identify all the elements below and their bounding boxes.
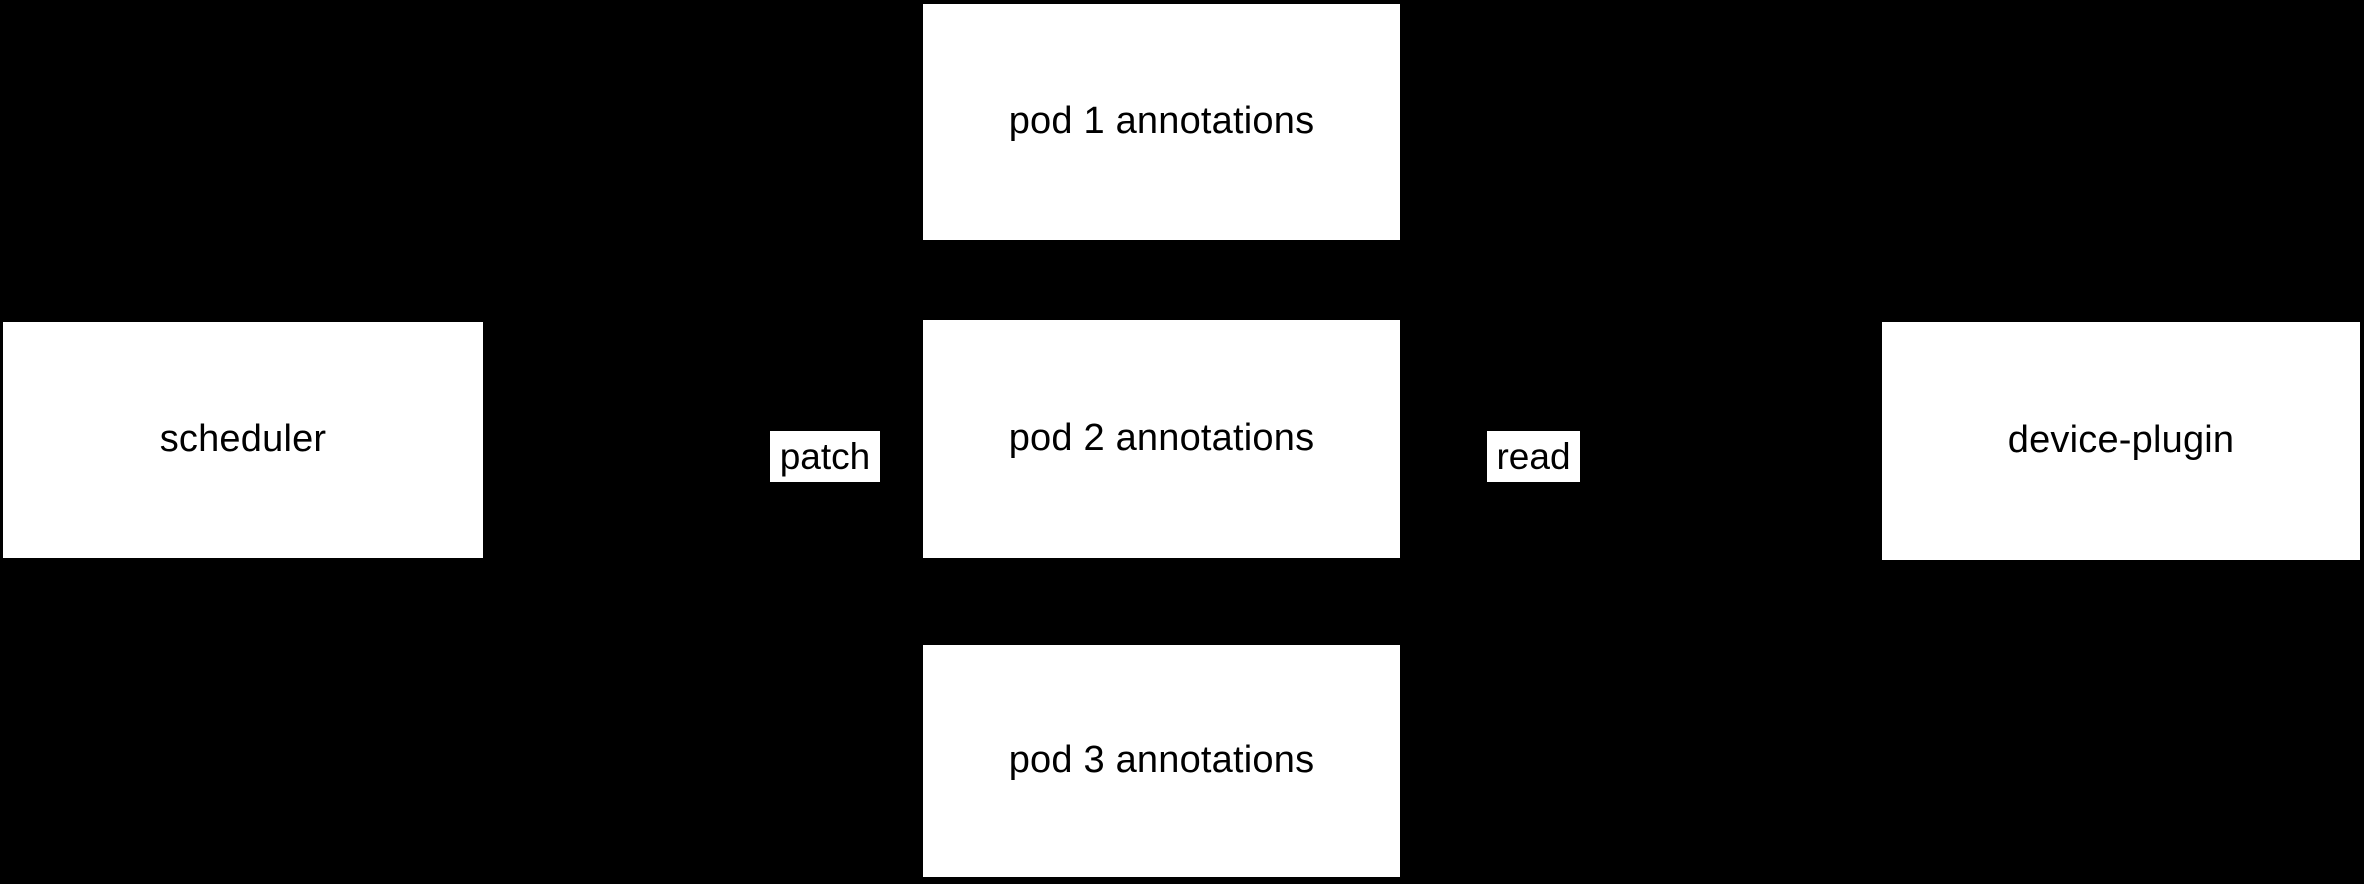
edge-label-read-text: read: [1496, 436, 1571, 477]
node-device-plugin[interactable]: device-plugin: [1882, 322, 2360, 560]
node-pod-2-annotations-label: pod 2 annotations: [1008, 417, 1315, 460]
node-pod-1-annotations-label: pod 1 annotations: [1008, 100, 1315, 143]
node-device-plugin-label: device-plugin: [2007, 419, 2235, 462]
node-pod-3-annotations[interactable]: pod 3 annotations: [923, 645, 1400, 877]
node-pod-2-annotations[interactable]: pod 2 annotations: [923, 320, 1400, 558]
edge-label-patch-text: patch: [779, 436, 871, 477]
node-scheduler[interactable]: scheduler: [3, 322, 483, 558]
edge-label-patch: patch: [770, 431, 880, 482]
node-scheduler-label: scheduler: [159, 418, 327, 461]
node-pod-3-annotations-label: pod 3 annotations: [1008, 739, 1315, 782]
edge-label-read: read: [1487, 431, 1580, 482]
node-pod-1-annotations[interactable]: pod 1 annotations: [923, 4, 1400, 240]
